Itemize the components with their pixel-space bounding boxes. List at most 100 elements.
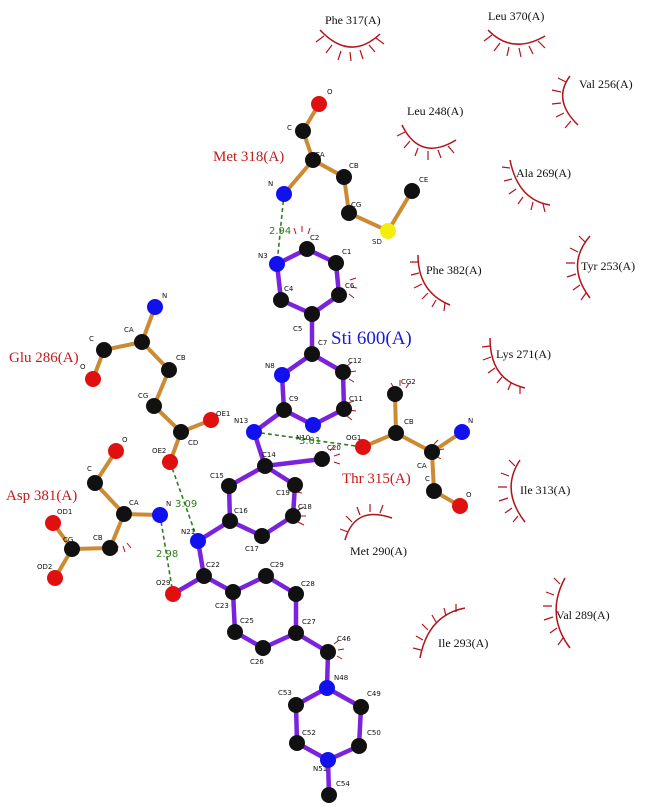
hydrophobic-arc-leu370 [483, 29, 546, 58]
atom-label: C25 [240, 617, 254, 625]
atom-lig-c49 [353, 699, 369, 715]
hbond-distance: 2.94 [269, 226, 291, 237]
atom-label: SD [372, 238, 382, 246]
atom-label: CB [176, 354, 186, 362]
atom-label: CE [419, 176, 428, 184]
atom-label: N [468, 417, 473, 425]
atom-lig-c20 [314, 451, 330, 467]
atom-lig-c52 [289, 735, 305, 751]
atom-label: O [466, 491, 472, 499]
hydrophobic-label: Ile 293(A) [438, 636, 488, 650]
atom-label: O29 [156, 579, 170, 587]
atom-met-cg [341, 205, 357, 221]
atom-glu-n [147, 299, 163, 315]
hydrophobic-label: Leu 248(A) [407, 104, 463, 118]
residue-label-met318: Met 318(A) [213, 149, 284, 165]
atom-label: C2 [310, 234, 319, 242]
atom-label: C9 [289, 395, 298, 403]
hbond-distance: 2.98 [156, 549, 178, 560]
atom-lig-c12 [335, 364, 351, 380]
hydrophobic-label: Val 289(A) [556, 608, 610, 622]
hbond-distances: 2.94 3.01 3.09 2.98 [156, 226, 321, 560]
atom-glu-oe1 [203, 412, 219, 428]
atom-lig-n10 [305, 417, 321, 433]
atom-lig-c16 [222, 513, 238, 529]
atom-lig-c28 [288, 586, 304, 602]
atom-label: O [327, 88, 333, 96]
residue-labels: Met 318(A) Glu 286(A) Asp 381(A) Thr 315… [6, 149, 412, 504]
atom-label: C [287, 124, 292, 132]
atom-lig-c53 [288, 697, 304, 713]
atom-label: OG1 [346, 434, 361, 442]
atom-lig-c54 [321, 787, 337, 803]
atom-label: N [268, 180, 273, 188]
atom-label: C12 [348, 357, 362, 365]
atom-lig-c22 [196, 568, 212, 584]
hydrophobic-arc-val256 [551, 75, 579, 129]
atom-label: C20 [327, 444, 341, 452]
atom-label: N [166, 500, 171, 508]
atom-met-sd [380, 223, 396, 239]
atom-label: C19 [276, 489, 290, 497]
atom-lig-c19 [287, 477, 303, 493]
hydrophobic-arc-tyr253 [566, 235, 591, 301]
atom-lig-c27 [288, 625, 304, 641]
atom-label: CA [417, 462, 427, 470]
hydrophobic-label: Leu 370(A) [488, 9, 544, 23]
atom-met-cb [336, 169, 352, 185]
hydrophobic-label: Lys 271(A) [496, 347, 551, 361]
atom-lig-c1 [328, 255, 344, 271]
atom-label: C [89, 335, 94, 343]
atom-met-o [311, 96, 327, 112]
hydrophobic-arc-val289 [543, 577, 571, 649]
atom-label: C [425, 475, 430, 483]
atom-label: C15 [210, 472, 224, 480]
atom-label: C23 [215, 602, 229, 610]
atom-lig-c26 [255, 640, 271, 656]
atom-thr-n [454, 424, 470, 440]
atom-label: CA [129, 499, 139, 507]
atom-lig-n8 [274, 367, 290, 383]
atom-label: C26 [250, 658, 264, 666]
atom-asp-cb [102, 540, 118, 556]
atom-label: C18 [298, 503, 312, 511]
atom-lig-c11 [336, 401, 352, 417]
atom-label: N3 [258, 252, 268, 260]
atom-labels: O C CA CB CG SD CE N N CA C O CB CG OE1 … [37, 88, 473, 788]
atom-label: C53 [278, 689, 292, 697]
contact-ticks [109, 226, 445, 660]
atom-lig-c17 [254, 528, 270, 544]
atom-thr-cb [388, 425, 404, 441]
atom-label: CG2 [401, 378, 416, 386]
atom-thr-cg2 [387, 386, 403, 402]
atom-label: O [80, 363, 86, 371]
hbond-distance: 3.09 [175, 499, 197, 510]
hydrophobic-labels: Phe 317(A) Leu 370(A) Val 256(A) Leu 248… [325, 9, 635, 650]
atom-lig-o29 [165, 586, 181, 602]
atom-label: C6 [345, 282, 355, 290]
atom-lig-n13 [246, 424, 262, 440]
atom-label: C4 [284, 285, 294, 293]
atom-thr-c [426, 483, 442, 499]
hydrophobic-arc-ile293 [412, 604, 466, 659]
atom-lig-c25 [227, 624, 243, 640]
atom-label: N [162, 292, 167, 300]
atom-lig-c18 [285, 508, 301, 524]
atom-label: OE2 [152, 447, 166, 455]
atom-thr-ca [424, 444, 440, 460]
atom-asp-n [152, 507, 168, 523]
atom-met-c [295, 123, 311, 139]
atom-lig-c46 [320, 644, 336, 660]
atom-label: C16 [234, 507, 248, 515]
atom-label: N21 [181, 528, 195, 536]
atom-glu-o [85, 371, 101, 387]
hydrophobic-label: Val 256(A) [579, 77, 633, 91]
atoms [45, 96, 470, 803]
atom-lig-c15 [221, 478, 237, 494]
hbond-met318-n3 [276, 193, 285, 265]
atom-label: CB [349, 162, 359, 170]
atom-label: C52 [302, 729, 316, 737]
atom-label: N48 [334, 674, 348, 682]
atom-lig-c9 [276, 402, 292, 418]
